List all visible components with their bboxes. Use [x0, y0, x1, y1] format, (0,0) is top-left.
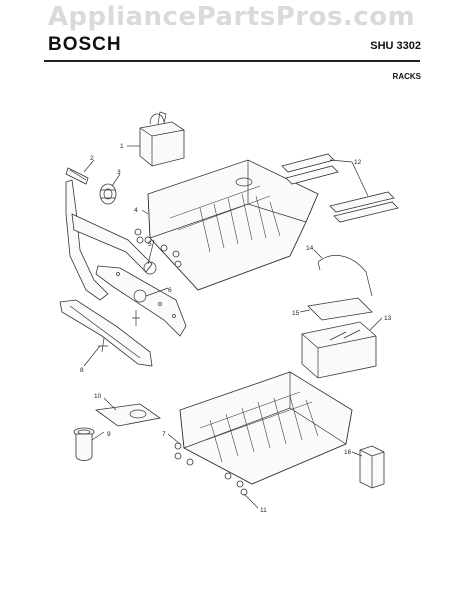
callout-4: 4	[134, 207, 138, 214]
upper-spray-arm	[95, 265, 187, 337]
leader-lines	[83, 145, 383, 509]
cup-shelf-clips	[281, 153, 399, 223]
watermark-text: AppliancePartsPros.com	[47, 2, 416, 32]
filter-cylinder	[73, 427, 95, 461]
callout-6: 6	[168, 287, 172, 294]
basket-handle	[317, 255, 373, 297]
callout-7: 7	[162, 431, 166, 438]
cutlery-basket-small	[139, 111, 185, 167]
lower-spray-arm	[59, 299, 153, 367]
callout-12: 12	[354, 159, 362, 166]
callout-13: 13	[384, 315, 392, 322]
callout-3: 3	[117, 169, 121, 176]
callout-9: 9	[107, 431, 111, 438]
header-rule	[44, 60, 420, 62]
cutlery-basket-large	[301, 321, 377, 379]
model-number: SHU 3302	[370, 40, 421, 52]
callout-2: 2	[90, 155, 94, 162]
callout-1: 1	[120, 143, 124, 150]
brand-logo: BOSCH	[48, 34, 122, 55]
lower-rack	[174, 371, 353, 496]
callout-10: 10	[94, 393, 102, 400]
callout-11: 11	[260, 507, 267, 514]
spray-tube-segment	[65, 167, 89, 185]
callout-14: 14	[306, 245, 314, 252]
upper-rack	[134, 159, 319, 291]
section-title: RACKS	[392, 72, 421, 81]
supply-tube	[65, 179, 157, 301]
callout-8: 8	[80, 367, 84, 374]
filter-plate	[94, 403, 162, 427]
filter-cap	[99, 183, 117, 205]
rack-separator	[359, 445, 385, 489]
basket-lid	[307, 297, 373, 321]
callout-15: 15	[292, 310, 300, 317]
callout-5: 5	[148, 241, 152, 248]
callout-16: 16	[344, 449, 352, 456]
